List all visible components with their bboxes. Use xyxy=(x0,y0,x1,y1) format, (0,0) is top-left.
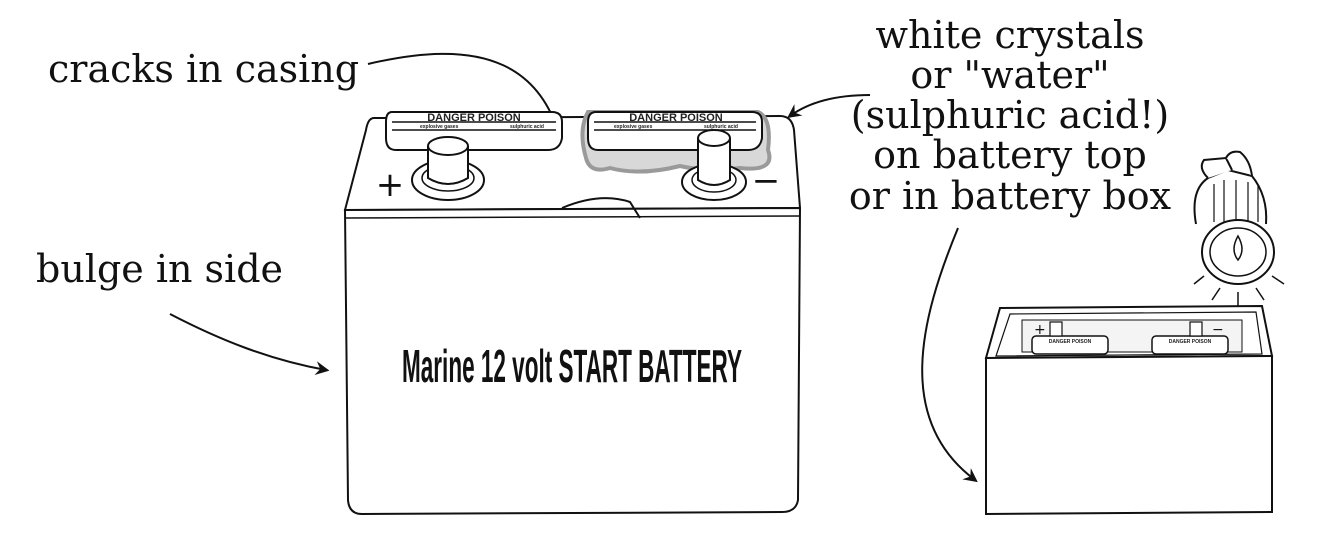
arrow-icon xyxy=(787,94,871,119)
label-white-crystals: white crystals or "water" (sulphuric aci… xyxy=(849,13,1171,218)
small-cap-right: DANGER POISON xyxy=(1169,339,1212,345)
minus-sign: − xyxy=(752,161,781,201)
label-crystals-line-2: or "water" xyxy=(910,53,1109,97)
battery-body xyxy=(343,206,802,516)
label-cracks-in-casing: cracks in casing xyxy=(48,47,359,91)
flashlight-icon xyxy=(1193,150,1285,306)
vent-cap-right: DANGER POISON explosive gases sulphuric … xyxy=(587,111,763,151)
small-cap-left: DANGER POISON xyxy=(1049,339,1092,345)
small-minus-sign: − xyxy=(1212,322,1224,338)
cap-left-title: DANGER POISON xyxy=(427,112,521,124)
label-crystals-line-3: (sulphuric acid!) xyxy=(851,93,1169,137)
cap-left-sub: explosive gases xyxy=(420,124,459,130)
cap-right-sub: explosive gases xyxy=(614,124,653,130)
arrow-icon xyxy=(921,227,978,483)
positive-terminal xyxy=(411,136,485,201)
main-battery: DANGER POISON explosive gases sulphuric … xyxy=(343,110,802,516)
cap-right-title: DANGER POISON xyxy=(629,112,723,124)
vent-cap-left: DANGER POISON explosive gases sulphuric … xyxy=(385,111,563,151)
cap-left-sub2: sulphuric acid xyxy=(510,124,544,130)
label-bulge-in-side: bulge in side xyxy=(36,247,283,291)
battery-label: Marine 12 volt START BATTERY xyxy=(402,340,742,392)
plus-sign: + xyxy=(376,165,405,205)
negative-terminal xyxy=(681,129,747,201)
crack xyxy=(561,197,641,219)
label-crystals-line-1: white crystals xyxy=(876,13,1145,57)
small-plus-sign: + xyxy=(1034,322,1046,338)
arrow-icon xyxy=(169,313,330,376)
battery-in-box: DANGER POISON DANGER POISON + − xyxy=(984,304,1274,516)
cap-right-sub2: sulphuric acid xyxy=(704,124,738,130)
label-crystals-line-4: on battery top xyxy=(873,133,1147,177)
label-crystals-line-5: or in battery box xyxy=(849,174,1171,218)
